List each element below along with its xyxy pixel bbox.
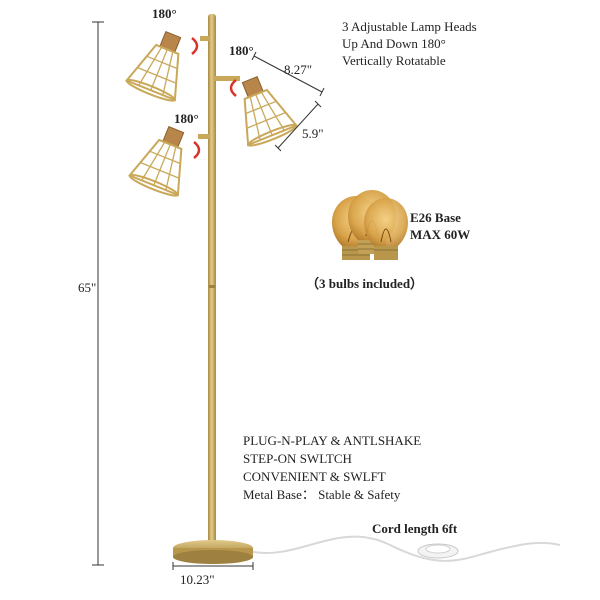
- base-diameter-label: 10.23": [180, 572, 215, 587]
- rotation-label-middle: 180°: [229, 43, 254, 58]
- lamp-arms: [198, 36, 240, 139]
- shade-length-label: 8.27": [284, 62, 313, 77]
- base-dimension-line: [172, 562, 254, 570]
- feature-line-2: STEP-ON SWLTCH: [243, 451, 352, 466]
- lamp-head-top: [125, 30, 182, 102]
- feature-line-1: PLUG-N-PLAY & ANTLSHAKE: [243, 433, 422, 448]
- shade-width-dimension-line: [274, 100, 322, 152]
- shade-width-label: 5.9": [302, 126, 324, 141]
- lamp-pole: [208, 14, 216, 546]
- rotate-arrow-icon: [193, 141, 201, 159]
- height-dimension-line: [92, 21, 104, 566]
- bulb-base-type: E26 Base: [410, 210, 461, 225]
- feature-line-4: Metal Base： Stable & Safety: [243, 487, 401, 502]
- lamp-head-bottom: [128, 125, 185, 197]
- edison-bulbs-icon: [332, 190, 408, 260]
- height-label: 65": [78, 280, 97, 295]
- cord-length-label: Cord length 6ft: [372, 521, 458, 536]
- rotate-arrow-icon: [191, 37, 199, 55]
- rotation-label-top: 180°: [152, 6, 177, 21]
- heads-description-line-2: Up And Down 180°: [342, 36, 446, 51]
- rotation-label-bottom: 180°: [174, 111, 199, 126]
- lamp-head-middle: [241, 75, 298, 147]
- power-cord: [252, 535, 561, 562]
- feature-line-3: CONVENIENT & SWLFT: [243, 469, 386, 484]
- shade-length-dimension-line: [251, 51, 325, 97]
- bulbs-included-note: （3 bulbs included）: [306, 276, 424, 291]
- lamp-base: [173, 540, 253, 564]
- heads-description-line-3: Vertically Rotatable: [342, 53, 446, 68]
- pole-joint: [209, 285, 215, 288]
- foot-switch-icon: [417, 543, 459, 559]
- heads-description-line-1: 3 Adjustable Lamp Heads: [342, 19, 477, 34]
- rotate-arrow-icon: [229, 79, 237, 97]
- bulb-max-wattage: MAX 60W: [410, 227, 471, 242]
